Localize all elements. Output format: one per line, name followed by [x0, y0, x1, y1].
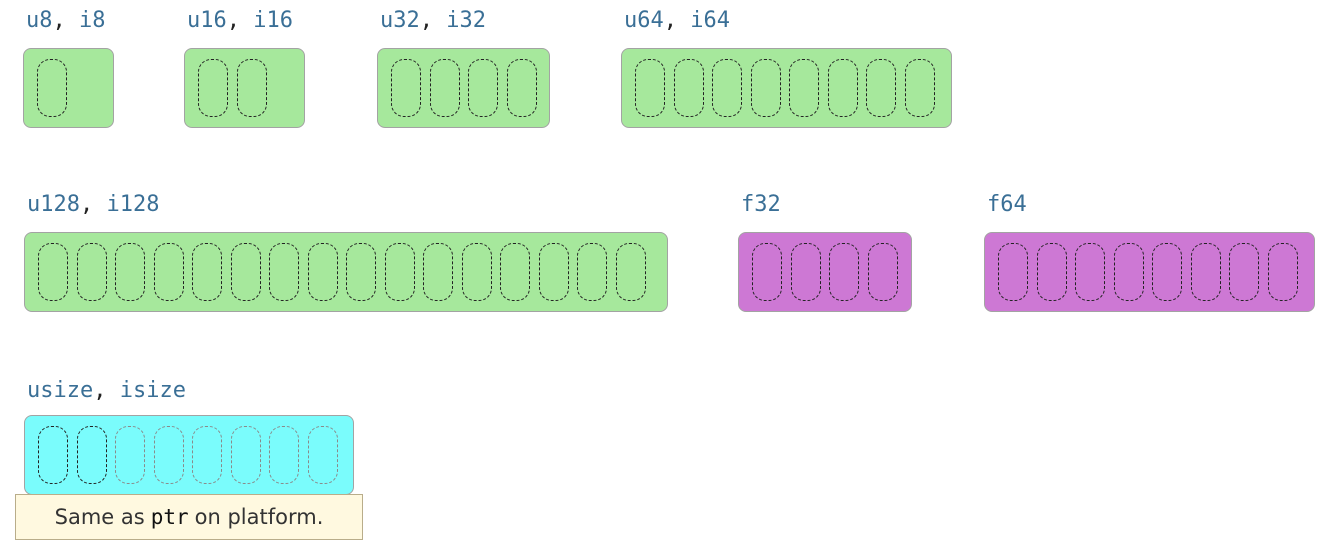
- type-name-unsigned: u128: [27, 192, 80, 217]
- byte-slot: [429, 59, 460, 117]
- byte-slot: [468, 59, 498, 117]
- byte-box: [23, 48, 114, 128]
- type-name-unsigned: usize: [27, 378, 94, 403]
- byte-slot: [269, 426, 299, 484]
- byte-slot: [904, 59, 935, 117]
- byte-slot: [76, 426, 107, 484]
- byte-slot: [867, 243, 898, 301]
- byte-slot: [1075, 243, 1105, 301]
- byte-slot: [1229, 243, 1259, 301]
- byte-slot: [1152, 243, 1182, 301]
- byte-slot: [37, 59, 67, 117]
- type-name-signed: i128: [106, 192, 160, 217]
- byte-box: [738, 232, 912, 312]
- byte-slot: [391, 59, 421, 117]
- type-label: u8, i8: [26, 8, 106, 33]
- note-suffix: on platform.: [194, 505, 324, 529]
- byte-slot: [712, 59, 742, 117]
- byte-box: [184, 48, 305, 128]
- byte-box: [984, 232, 1315, 312]
- byte-slot: [635, 59, 665, 117]
- byte-slot: [192, 426, 222, 484]
- byte-slot: [38, 243, 68, 301]
- byte-slot: [1036, 243, 1067, 301]
- type-name-signed: i64: [690, 8, 730, 33]
- type-name-signed: i8: [79, 8, 106, 33]
- byte-slot: [307, 426, 338, 484]
- byte-slot: [866, 59, 896, 117]
- byte-slot: [230, 426, 261, 484]
- note-code: ptr: [150, 505, 189, 529]
- byte-slot: [230, 243, 261, 301]
- byte-slot: [752, 243, 782, 301]
- type-name-unsigned: u16: [187, 8, 227, 33]
- byte-slot: [236, 59, 267, 117]
- byte-slot: [1267, 243, 1298, 301]
- byte-slot: [115, 243, 145, 301]
- byte-slot: [829, 243, 859, 301]
- byte-slot: [198, 59, 228, 117]
- byte-slot: [998, 243, 1028, 301]
- byte-slot: [115, 426, 145, 484]
- platform-note: Same as ptr on platform.: [15, 494, 363, 540]
- type-name-unsigned: u64: [624, 8, 664, 33]
- byte-slot: [577, 243, 607, 301]
- type-label: u128, i128: [27, 192, 160, 217]
- type-name-signed: isize: [119, 378, 186, 403]
- byte-slot: [423, 243, 453, 301]
- type-name-signed: i16: [253, 8, 293, 33]
- byte-slot: [506, 59, 537, 117]
- note-prefix: Same as: [54, 505, 145, 529]
- type-label: f64: [987, 190, 1027, 220]
- byte-slot: [192, 243, 222, 301]
- byte-slot: [346, 243, 376, 301]
- byte-slot: [1113, 243, 1144, 301]
- type-name: f64: [987, 192, 1027, 217]
- byte-slot: [790, 243, 821, 301]
- byte-slot: [500, 243, 530, 301]
- byte-slot: [461, 243, 492, 301]
- byte-slot: [789, 59, 819, 117]
- byte-box: [24, 415, 354, 495]
- byte-slot: [384, 243, 415, 301]
- type-label: u32, i32: [380, 8, 486, 33]
- byte-box: [24, 232, 668, 312]
- byte-slot: [153, 426, 184, 484]
- byte-slot: [269, 243, 299, 301]
- byte-slot: [827, 59, 858, 117]
- type-name-signed: i32: [446, 8, 486, 33]
- type-label: u16, i16: [187, 8, 293, 33]
- byte-slot: [673, 59, 704, 117]
- type-label: f32: [741, 190, 781, 220]
- byte-slot: [307, 243, 338, 301]
- byte-slot: [1190, 243, 1221, 301]
- type-name-unsigned: u32: [380, 8, 420, 33]
- type-label: u64, i64: [624, 8, 730, 33]
- type-name-unsigned: u8: [26, 8, 53, 33]
- byte-slot: [615, 243, 646, 301]
- byte-slot: [76, 243, 107, 301]
- byte-slot: [538, 243, 569, 301]
- type-name: f32: [741, 192, 781, 217]
- type-label: usize, isize: [27, 378, 186, 403]
- byte-slot: [750, 59, 781, 117]
- byte-box: [377, 48, 550, 128]
- byte-slot: [38, 426, 68, 484]
- byte-slot: [153, 243, 184, 301]
- byte-box: [621, 48, 952, 128]
